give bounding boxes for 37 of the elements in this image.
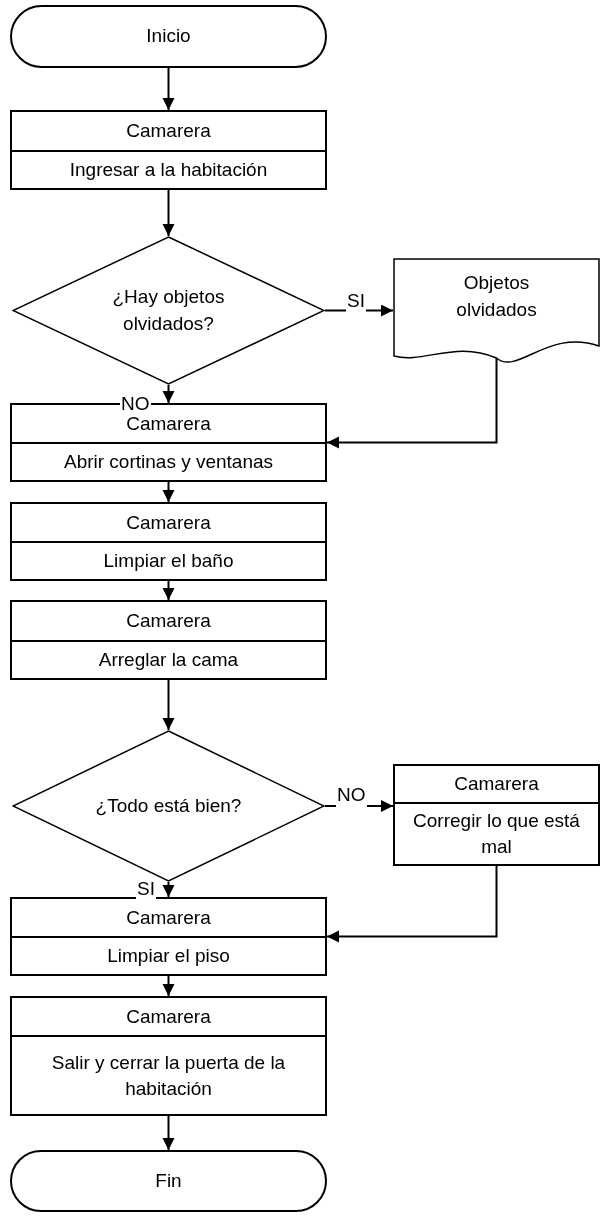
process-box <box>393 764 600 866</box>
arrow <box>324 304 394 317</box>
terminal-label: Fin <box>155 1168 182 1193</box>
arrow <box>162 384 175 404</box>
decision-diamond <box>12 730 325 882</box>
arrow <box>162 67 175 111</box>
task-label: Abrir cortinas y ventanas <box>62 450 275 475</box>
decision-label: ¿Hay objetos olvidados? <box>111 284 226 336</box>
role-header: Camarera <box>12 998 325 1037</box>
arrow <box>326 357 498 449</box>
arrow <box>326 865 498 943</box>
task-label: Salir y cerrar la puerta de la habitación <box>50 1050 287 1101</box>
task-label: Arreglar la cama <box>97 648 240 673</box>
process-box <box>10 600 327 680</box>
process-box <box>10 110 327 190</box>
task-label: Corregir lo que está mal <box>412 809 581 859</box>
decision-label: ¿Todo está bien? <box>94 793 243 818</box>
task-label: Limpiar el piso <box>106 944 231 969</box>
terminal-label: Inicio <box>146 24 191 49</box>
role-header: Camarera <box>12 602 325 642</box>
arrow <box>162 189 175 237</box>
arrow <box>162 679 175 731</box>
process-box <box>10 996 327 1116</box>
task-label: Ingresar a la habitación <box>68 158 269 183</box>
process-box <box>10 502 327 581</box>
process-box <box>10 897 327 976</box>
role-header: Camarera <box>12 112 325 152</box>
role-header: Camarera <box>395 766 598 804</box>
decision-diamond <box>12 236 325 385</box>
arrow <box>162 1115 175 1151</box>
role-header: Camarera <box>12 504 325 543</box>
arrow <box>162 881 175 898</box>
arrow <box>162 481 175 503</box>
document-label: Objetos olvidados <box>455 271 538 322</box>
arrow <box>162 975 175 997</box>
arrow <box>162 580 175 601</box>
task-label: Limpiar el baño <box>102 549 235 574</box>
